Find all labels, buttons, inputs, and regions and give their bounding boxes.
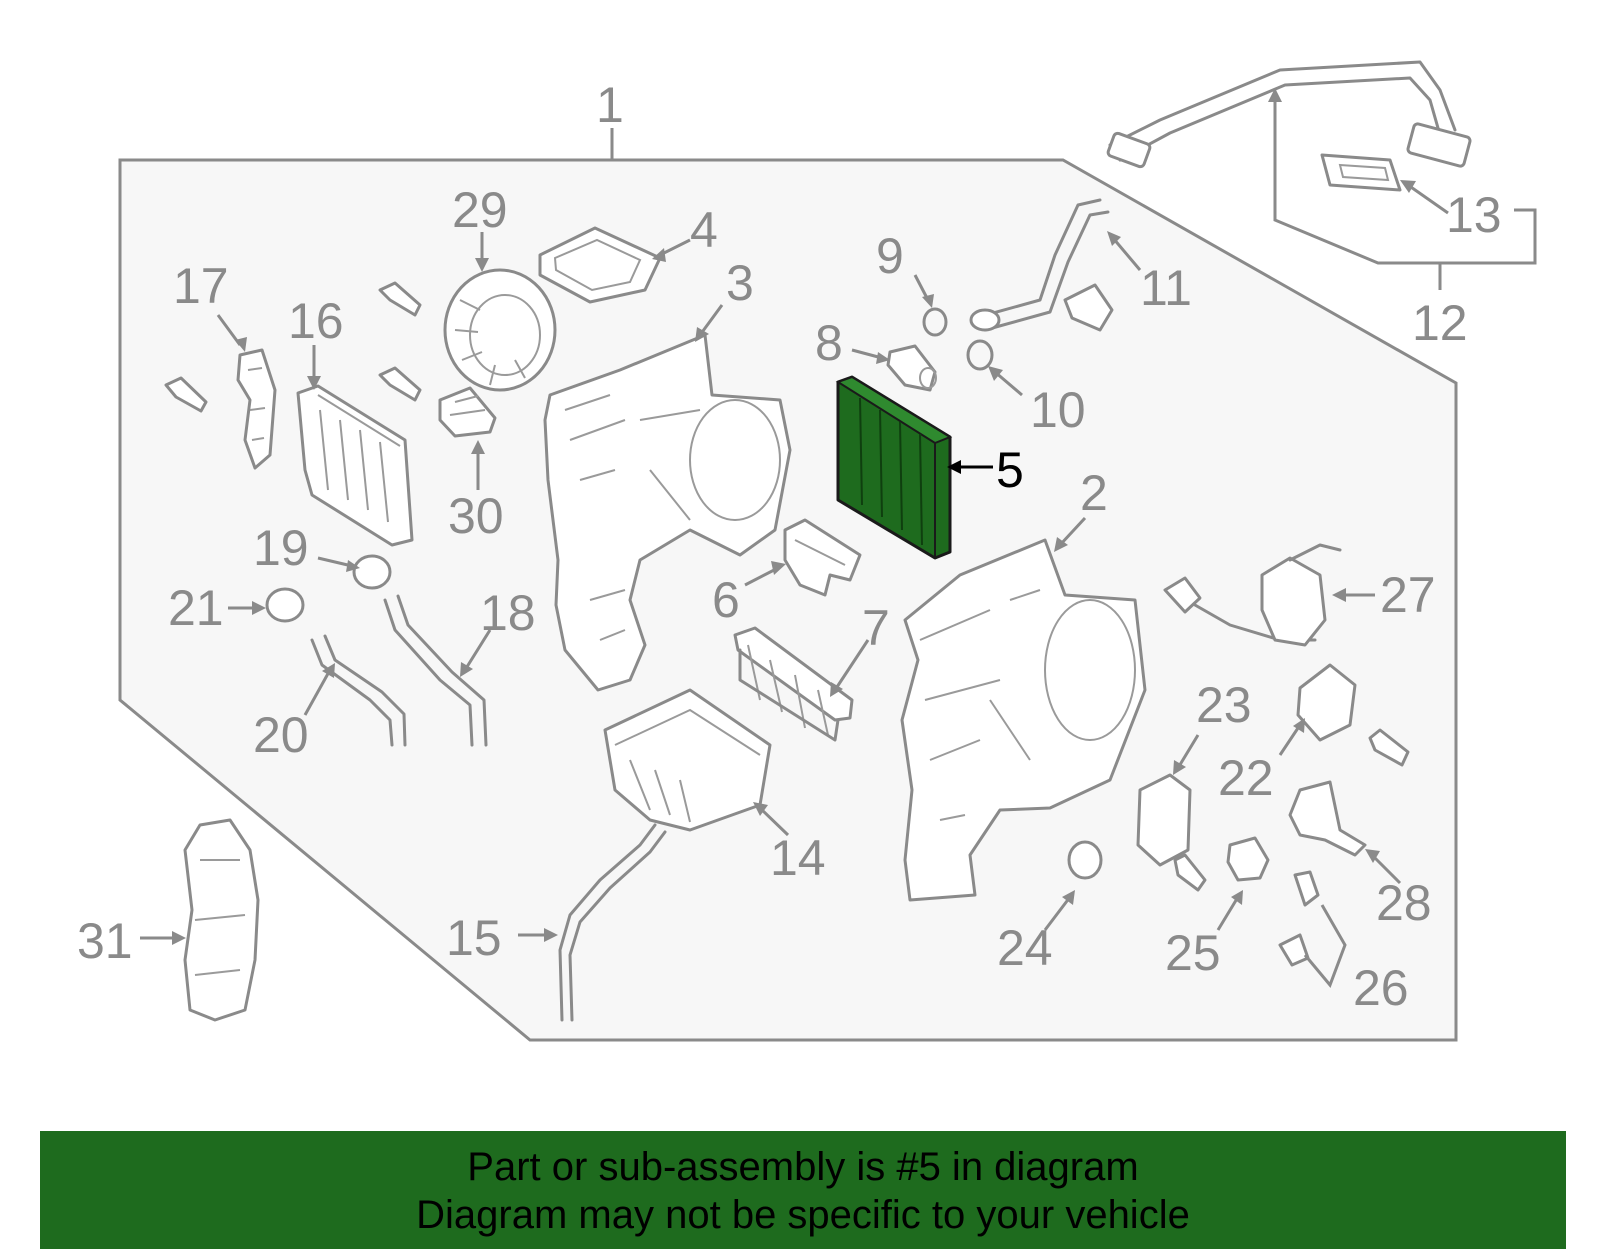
notice-banner: Part or sub-assembly is #5 in diagram Di… <box>40 1131 1566 1249</box>
part-22-actuator <box>1296 663 1410 767</box>
banner-line-2: Diagram may not be specific to your vehi… <box>416 1193 1190 1237</box>
callout-21: 21 <box>168 580 224 636</box>
part-28-bracket <box>1288 780 1367 857</box>
callout-2: 2 <box>1080 465 1108 521</box>
callout-11: 11 <box>1140 260 1192 316</box>
callout-1: 1 <box>596 77 624 133</box>
callout-5: 5 <box>996 442 1024 498</box>
callout-10: 10 <box>1030 382 1086 438</box>
part-8-expansion-valve <box>886 344 937 392</box>
callout-18: 18 <box>480 585 536 641</box>
part-14-lower-case <box>603 688 772 832</box>
part-29-blower-motor <box>443 268 557 392</box>
callout-16: 16 <box>288 293 344 349</box>
callout-17: 17 <box>173 258 229 314</box>
part-21-clamp <box>265 587 305 623</box>
callout-26: 26 <box>1353 960 1409 1016</box>
callout-13: 13 <box>1446 187 1502 243</box>
part-19-clamp <box>352 554 392 590</box>
callout-22: 22 <box>1218 750 1274 806</box>
callout-27: 27 <box>1380 567 1436 623</box>
callout-30: 30 <box>448 488 504 544</box>
part-31-duct <box>183 818 260 1022</box>
part-30-resistor <box>438 386 497 438</box>
part-15-drain-hose <box>558 823 667 1022</box>
callout-28: 28 <box>1376 875 1432 931</box>
part-17-bracket <box>236 348 277 470</box>
assembly-panel <box>118 158 1458 1042</box>
part-9-o-ring <box>922 307 948 337</box>
part-16-heater-core <box>296 384 414 547</box>
callout-14: 14 <box>770 830 826 886</box>
part-7-filter <box>733 626 854 742</box>
callout-20: 20 <box>253 707 309 763</box>
callout-7: 7 <box>862 600 890 656</box>
part-24-bushing <box>1067 840 1103 880</box>
part-10-o-ring <box>966 339 994 371</box>
callout-25: 25 <box>1165 925 1221 981</box>
callout-9: 9 <box>876 228 904 284</box>
part-6-bracket <box>783 518 862 597</box>
bolts <box>164 281 422 413</box>
callout-15: 15 <box>446 910 502 966</box>
part-20-hose <box>310 634 407 747</box>
part-13-grommet <box>1320 153 1402 192</box>
part-18-hose <box>383 594 488 747</box>
callout-8: 8 <box>815 315 843 371</box>
part-26-sensors <box>1278 870 1320 967</box>
callout-6: 6 <box>712 572 740 628</box>
part-23-actuator <box>1136 773 1207 892</box>
callout-31: 31 <box>77 913 133 969</box>
part-5-evaporator <box>835 375 953 560</box>
part-2-housing <box>900 538 1147 902</box>
callout-23: 23 <box>1196 677 1252 733</box>
callout-4: 4 <box>690 202 718 258</box>
callout-12: 12 <box>1412 295 1468 351</box>
part-4-cover <box>538 226 662 304</box>
part-27-harness <box>1163 543 1342 647</box>
part-25-sensor <box>1226 836 1270 882</box>
banner-line-1: Part or sub-assembly is #5 in diagram <box>467 1145 1139 1189</box>
part-11-pipe <box>969 198 1114 332</box>
callout-19: 19 <box>253 520 309 576</box>
callout-3: 3 <box>726 255 754 311</box>
callout-24: 24 <box>997 920 1053 976</box>
callout-29: 29 <box>452 182 508 238</box>
part-12-harness <box>1106 60 1472 169</box>
part-3-housing <box>543 333 792 692</box>
